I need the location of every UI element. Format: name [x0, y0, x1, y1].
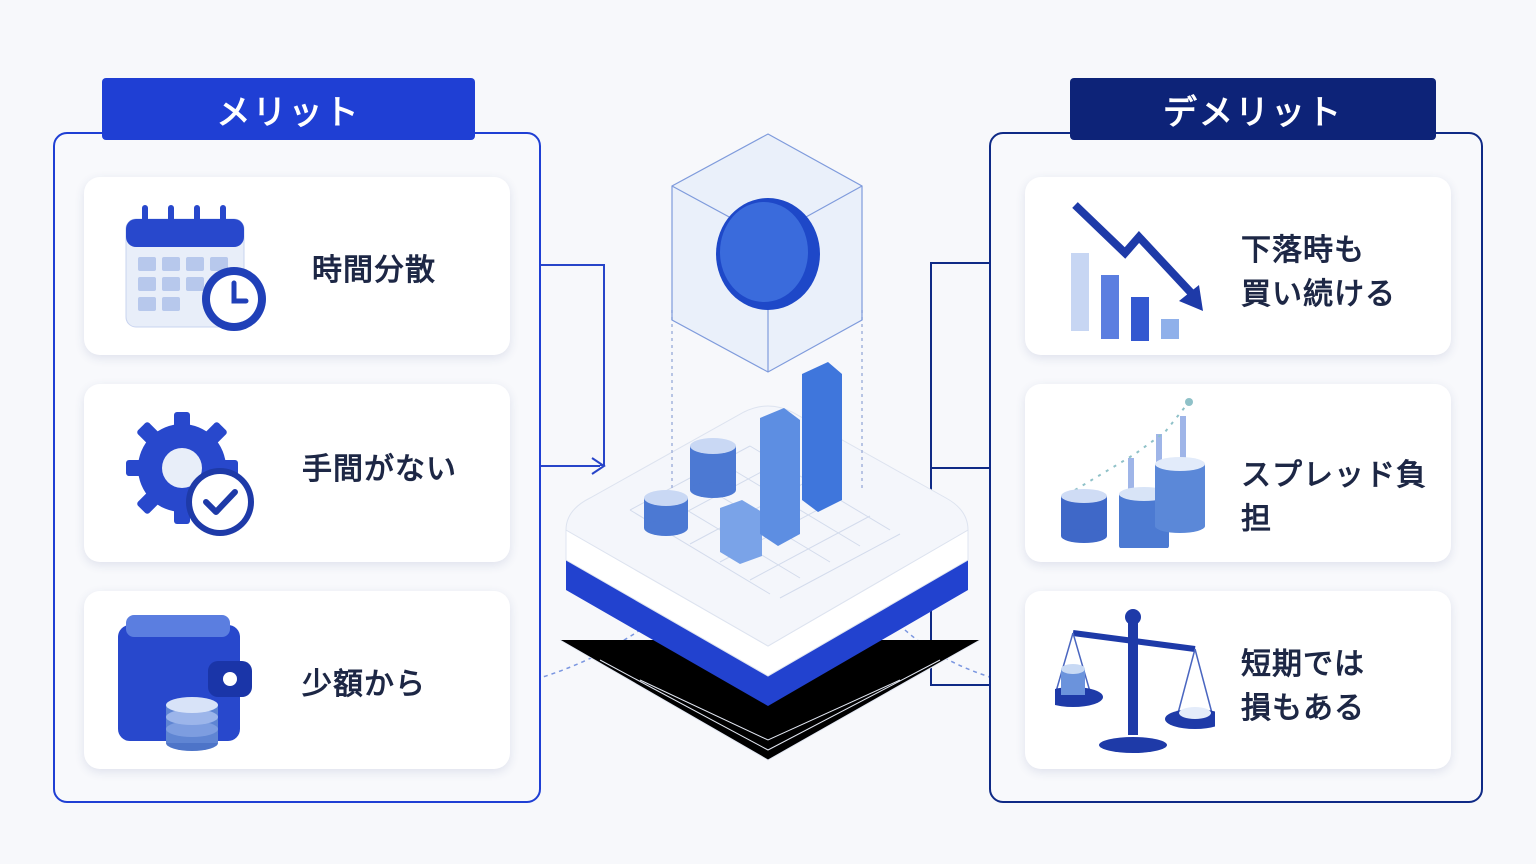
merit-card-time: 時間分散	[84, 177, 510, 355]
merit-title: メリット	[102, 78, 475, 140]
gear-check-icon	[126, 412, 254, 536]
balance-scale-icon	[1055, 609, 1215, 753]
demerit-label-falling-2: 買い続ける	[1241, 277, 1396, 312]
demerit-title: デメリット	[1070, 78, 1436, 140]
demerit-label-falling-1: 下落時も	[1241, 233, 1365, 268]
connector-demerit-top	[930, 262, 1020, 469]
wallet-coins-icon	[118, 615, 252, 751]
merit-card-effort: 手間がない	[84, 384, 510, 562]
merit-label-small: 少額から	[302, 667, 426, 702]
merit-label-effort: 手間がない	[302, 452, 457, 487]
demerit-label-spread: スプレッド負担	[1241, 458, 1427, 537]
demerit-card-falling: 下落時も 買い続ける	[1025, 177, 1451, 355]
demerit-label-shortterm-1: 短期では	[1241, 647, 1365, 682]
merit-card-small: 少額から	[84, 591, 510, 769]
falling-chart-icon	[1071, 202, 1203, 341]
demerit-label-shortterm-2: 損もある	[1241, 691, 1365, 726]
calendar-clock-icon	[125, 205, 266, 331]
demerit-card-shortterm: 短期では 損もある	[1025, 591, 1451, 769]
merit-label-time: 時間分散	[312, 253, 436, 288]
demerit-card-spread: スプレッド負担	[1025, 384, 1451, 562]
coin-stack-growth-icon	[1061, 398, 1205, 548]
